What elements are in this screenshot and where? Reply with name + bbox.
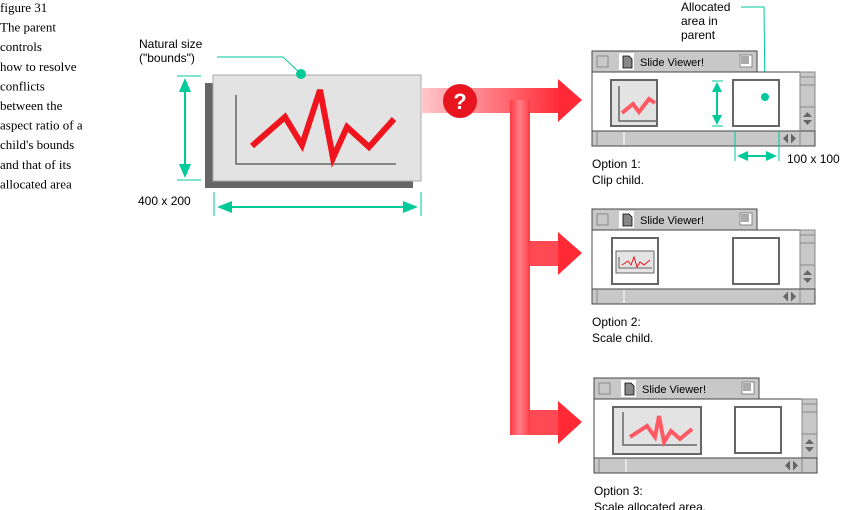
slide-viewer-window-2: Slide Viewer! Option 2: Scale child. bbox=[591, 208, 816, 345]
bounds-label: ("bounds") bbox=[139, 51, 195, 65]
child-view bbox=[611, 237, 659, 285]
horizontal-scrollbar[interactable] bbox=[593, 457, 818, 474]
close-box-icon[interactable] bbox=[596, 213, 609, 226]
question-icon bbox=[443, 84, 477, 118]
flow-trunk bbox=[510, 100, 530, 435]
scroll-down-icon[interactable] bbox=[805, 447, 814, 452]
scroll-left-icon[interactable] bbox=[785, 460, 790, 471]
bounds-leader-line bbox=[217, 56, 302, 75]
caption-line: between the bbox=[0, 98, 63, 113]
option-label: Option 3: bbox=[594, 484, 643, 498]
figure-caption: figure 31 The parent controls how to resolv… bbox=[0, 0, 83, 191]
flow-band bbox=[421, 88, 561, 113]
natural-size-label: Natural size bbox=[139, 37, 203, 51]
slide-viewer-window-3: Slide Viewer! Option 3: Scale allocated ar… bbox=[593, 377, 818, 510]
allocated-label-3: parent bbox=[681, 28, 716, 42]
natural-size-value: 400 x 200 bbox=[138, 194, 191, 208]
allocated-area-box bbox=[732, 79, 780, 127]
document-icon bbox=[619, 211, 634, 228]
arrowhead-option-3 bbox=[558, 401, 582, 444]
allocated-width-dimension bbox=[734, 131, 780, 161]
horizontal-scrollbar[interactable] bbox=[591, 130, 816, 147]
flow-branch-3 bbox=[530, 410, 561, 435]
scroll-down-icon[interactable] bbox=[803, 278, 812, 283]
option-label: Option 2: bbox=[592, 315, 641, 329]
scroll-left-icon[interactable] bbox=[783, 133, 788, 144]
close-box-icon[interactable] bbox=[596, 55, 609, 68]
allocated-area-box bbox=[732, 237, 780, 285]
zoom-box-icon[interactable] bbox=[739, 212, 753, 226]
scroll-up-icon[interactable] bbox=[805, 439, 814, 444]
document-icon bbox=[619, 53, 634, 70]
question-mark: ? bbox=[453, 89, 466, 114]
allocated-size-value: 100 x 100 bbox=[787, 152, 840, 166]
chart-axes bbox=[235, 95, 396, 165]
child-view bbox=[610, 79, 658, 127]
caption-line: how to resolve bbox=[0, 59, 77, 74]
scroll-right-icon[interactable] bbox=[793, 460, 798, 471]
scroll-down-icon[interactable] bbox=[803, 120, 812, 125]
arrowhead-option-2 bbox=[558, 232, 582, 275]
allocated-label-2: area in bbox=[681, 14, 718, 28]
option-description: Scale child. bbox=[592, 331, 653, 345]
window-title: Slide Viewer! bbox=[642, 384, 706, 396]
caption-line: conflicts bbox=[0, 78, 45, 93]
caption-line: child's bounds bbox=[0, 137, 74, 152]
option-description: Scale allocated area. bbox=[594, 500, 706, 510]
zoom-box-icon[interactable] bbox=[741, 381, 755, 395]
option-label: Option 1: bbox=[592, 157, 641, 171]
vertical-scrollbar[interactable] bbox=[801, 398, 818, 459]
document-icon bbox=[621, 380, 636, 397]
scroll-right-icon[interactable] bbox=[791, 133, 796, 144]
caption-line: aspect ratio of a bbox=[0, 118, 83, 133]
vertical-scrollbar[interactable] bbox=[799, 229, 816, 290]
bounds-dot bbox=[296, 69, 306, 79]
child-view bbox=[612, 406, 702, 455]
vertical-scrollbar[interactable] bbox=[799, 71, 816, 132]
scroll-up-icon[interactable] bbox=[803, 112, 812, 117]
arrowhead-option-1 bbox=[558, 79, 582, 122]
horizontal-scrollbar[interactable] bbox=[591, 288, 816, 305]
window-title: Slide Viewer! bbox=[640, 57, 704, 69]
caption-line: figure 31 bbox=[0, 0, 47, 15]
caption-line: The parent bbox=[0, 20, 56, 35]
chart-line bbox=[250, 89, 397, 168]
allocated-dot bbox=[761, 93, 769, 101]
scroll-left-icon[interactable] bbox=[783, 291, 788, 302]
allocated-area-box bbox=[734, 406, 782, 454]
close-box-icon[interactable] bbox=[598, 382, 611, 395]
slide-viewer-window-1: Slide Viewer! Option 1: Clip child. bbox=[591, 50, 816, 187]
caption-line: and that of its bbox=[0, 157, 71, 172]
scroll-right-icon[interactable] bbox=[791, 291, 796, 302]
flow-branch-2 bbox=[530, 241, 561, 266]
height-dimension bbox=[177, 75, 201, 181]
option-description: Clip child. bbox=[592, 173, 644, 187]
caption-line: controls bbox=[0, 39, 42, 54]
scroll-up-icon[interactable] bbox=[803, 270, 812, 275]
width-dimension bbox=[213, 192, 422, 216]
allocated-leader-line bbox=[741, 6, 766, 98]
window-title: Slide Viewer! bbox=[640, 215, 704, 227]
allocated-height-dimension bbox=[712, 80, 723, 127]
allocated-label-1: Allocated bbox=[681, 0, 730, 14]
zoom-box-icon[interactable] bbox=[739, 54, 753, 68]
caption-line: allocated area bbox=[0, 176, 72, 191]
